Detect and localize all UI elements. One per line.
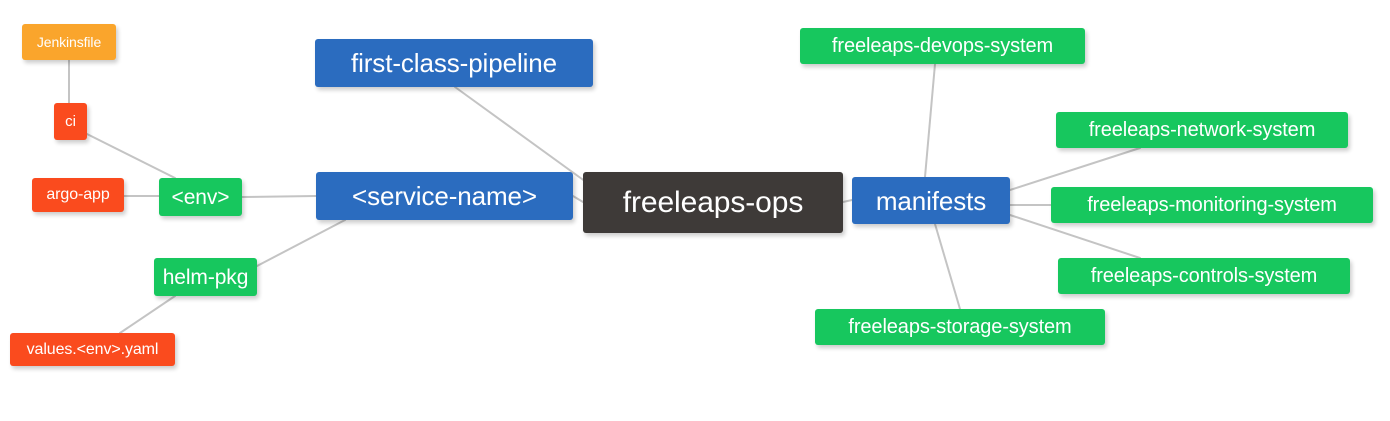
edge-freeleaps-ops-to-service-name bbox=[572, 195, 584, 203]
node-manifests[interactable]: manifests bbox=[852, 177, 1010, 224]
node-freeleaps-devops-system[interactable]: freeleaps-devops-system bbox=[800, 28, 1085, 64]
node-freeleaps-network-system[interactable]: freeleaps-network-system bbox=[1056, 112, 1348, 148]
node-label-freeleaps-devops-system: freeleaps-devops-system bbox=[831, 35, 1054, 57]
node-values-env-yaml[interactable]: values.<env>.yaml bbox=[10, 333, 175, 366]
edge-env-to-ci bbox=[86, 133, 176, 179]
node-first-class-pipeline[interactable]: first-class-pipeline bbox=[315, 39, 593, 87]
node-label-manifests: manifests bbox=[875, 185, 987, 216]
node-jenkinsfile[interactable]: Jenkinsfile bbox=[22, 24, 116, 60]
edge-manifests-to-freeleaps-storage-system bbox=[934, 223, 961, 310]
node-freeleaps-controls-system[interactable]: freeleaps-controls-system bbox=[1058, 258, 1350, 294]
node-service-name[interactable]: <service-name> bbox=[316, 172, 573, 220]
edge-manifests-to-freeleaps-devops-system bbox=[924, 63, 936, 178]
node-label-freeleaps-network-system: freeleaps-network-system bbox=[1088, 119, 1316, 141]
node-helm-pkg[interactable]: helm-pkg bbox=[154, 258, 257, 296]
node-ci[interactable]: ci bbox=[54, 103, 87, 140]
edge-service-name-to-helm-pkg bbox=[256, 219, 346, 267]
node-label-ci: ci bbox=[65, 113, 76, 130]
node-freeleaps-storage-system[interactable]: freeleaps-storage-system bbox=[815, 309, 1105, 345]
node-label-jenkinsfile: Jenkinsfile bbox=[36, 34, 102, 50]
edge-freeleaps-ops-to-manifests bbox=[842, 199, 853, 203]
edge-helm-pkg-to-values-env-yaml bbox=[119, 295, 176, 334]
node-freeleaps-monitoring-system[interactable]: freeleaps-monitoring-system bbox=[1051, 187, 1373, 223]
node-label-freeleaps-storage-system: freeleaps-storage-system bbox=[848, 316, 1072, 338]
node-label-env: <env> bbox=[171, 185, 230, 209]
node-label-argo-app: argo-app bbox=[46, 186, 110, 203]
node-label-freeleaps-controls-system: freeleaps-controls-system bbox=[1090, 265, 1318, 287]
node-label-first-class-pipeline: first-class-pipeline bbox=[350, 48, 558, 78]
node-label-values-env-yaml: values.<env>.yaml bbox=[26, 340, 159, 358]
node-label-freeleaps-monitoring-system: freeleaps-monitoring-system bbox=[1087, 194, 1337, 216]
node-env[interactable]: <env> bbox=[159, 178, 242, 216]
edge-service-name-to-env bbox=[241, 195, 317, 198]
edge-manifests-to-freeleaps-network-system bbox=[1009, 147, 1141, 191]
node-label-service-name: <service-name> bbox=[351, 181, 538, 211]
node-argo-app[interactable]: argo-app bbox=[32, 178, 124, 212]
node-label-freeleaps-ops: freeleaps-ops bbox=[622, 185, 804, 219]
node-label-helm-pkg: helm-pkg bbox=[162, 265, 249, 289]
node-freeleaps-ops[interactable]: freeleaps-ops bbox=[583, 172, 843, 233]
